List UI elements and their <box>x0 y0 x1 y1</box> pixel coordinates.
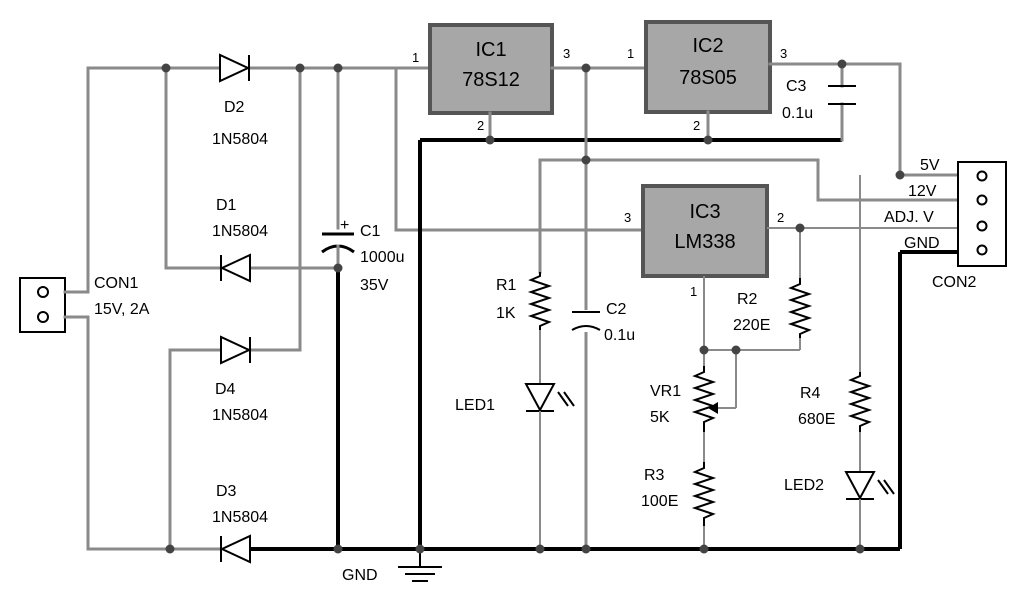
resistor-r1 <box>527 272 553 330</box>
capacitor-c3 <box>828 85 856 105</box>
d1-name: D1 <box>216 197 237 214</box>
d4-name: D4 <box>215 381 236 398</box>
ic3-pin2: 2 <box>777 210 784 225</box>
potentiometer-vr1 <box>691 366 718 432</box>
d4-part: 1N5804 <box>212 407 268 424</box>
ic1-name: IC1 <box>475 39 506 61</box>
capacitor-c2 <box>571 310 601 332</box>
bridge-wiring <box>63 66 642 551</box>
capacitor-c1 <box>321 232 355 270</box>
ic1-ic2-wiring <box>538 66 960 551</box>
ic1-part: 78S12 <box>462 69 520 91</box>
ic3-name: IC3 <box>689 201 720 223</box>
ic2-pin1: 1 <box>627 46 634 61</box>
ic2-output-wiring <box>768 62 960 177</box>
ic1-pin2: 2 <box>477 118 484 133</box>
con2-connector <box>957 161 1007 267</box>
con2-pin-5v: 5V <box>920 157 940 174</box>
con1-name: CON1 <box>94 275 139 292</box>
con2-pin-adj: ADJ. V <box>884 209 934 226</box>
r3-value: 100E <box>641 493 678 510</box>
con2-pin-12v: 12V <box>908 183 937 200</box>
d2-part: 1N5804 <box>212 131 268 148</box>
r4-name: R4 <box>800 385 821 402</box>
diode-d1 <box>219 253 251 283</box>
r2-name: R2 <box>737 291 758 308</box>
d1-part: 1N5804 <box>212 223 268 240</box>
c1-name: C1 <box>360 223 381 240</box>
r1-value: 1K <box>496 305 516 322</box>
junction-dots <box>161 59 905 554</box>
ic2-pin3: 3 <box>780 46 787 61</box>
ground-symbol <box>398 566 442 582</box>
diode-d2 <box>219 53 251 83</box>
c2-value: 0.1u <box>604 327 635 344</box>
c3-name: C3 <box>786 78 807 95</box>
ic1-pin3: 3 <box>563 46 570 61</box>
ic1-regulator <box>428 23 554 115</box>
ic2-name: IC2 <box>692 35 723 57</box>
ic1-pin1: 1 <box>412 50 419 65</box>
resistor-r3 <box>691 462 717 526</box>
r3-name: R3 <box>644 467 665 484</box>
c2-name: C2 <box>606 301 627 318</box>
d2-name: D2 <box>224 99 245 116</box>
con1-rating: 15V, 2A <box>94 301 150 318</box>
diode-d3 <box>219 534 251 564</box>
c1-voltage: 35V <box>360 277 389 294</box>
ic3-pin3: 3 <box>624 210 631 225</box>
r4-value: 680E <box>798 411 835 428</box>
diode-d4 <box>220 335 252 365</box>
ic2-part: 78S05 <box>679 67 737 89</box>
ic2-pin2: 2 <box>693 118 700 133</box>
r2-value: 220E <box>733 317 770 334</box>
vr1-value: 5K <box>650 409 670 426</box>
c1-polarity: + <box>340 217 349 234</box>
con1-connector <box>19 277 66 333</box>
resistor-r4 <box>847 372 873 432</box>
d3-name: D3 <box>216 483 237 500</box>
led2-name: LED2 <box>784 477 824 494</box>
led-led2 <box>844 471 895 501</box>
vr1-name: VR1 <box>650 383 681 400</box>
resistor-r2 <box>787 278 813 338</box>
ic2-regulator <box>644 20 772 114</box>
ground-wiring <box>250 138 958 566</box>
d3-part: 1N5804 <box>212 509 268 526</box>
con2-pin-gnd: GND <box>904 235 940 252</box>
ic3-part: LM338 <box>674 231 735 253</box>
led-led1 <box>524 383 575 413</box>
ic3-pin1: 1 <box>690 284 697 299</box>
led1-name: LED1 <box>455 397 495 414</box>
con2-name: CON2 <box>932 274 977 291</box>
gnd-label: GND <box>342 567 378 584</box>
r1-name: R1 <box>496 277 517 294</box>
c1-value: 1000u <box>360 249 405 266</box>
ic3-regulator <box>641 184 769 278</box>
c3-value: 0.1u <box>782 105 813 122</box>
